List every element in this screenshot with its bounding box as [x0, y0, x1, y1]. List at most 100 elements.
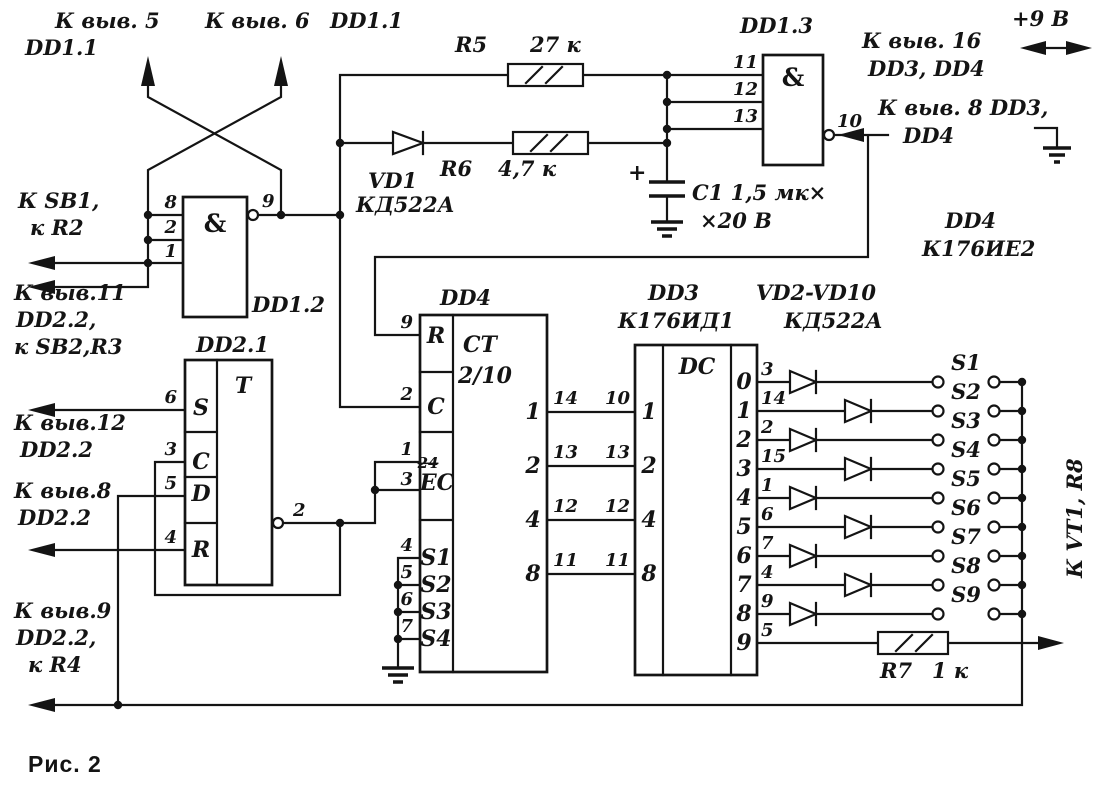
label-r7-value: 1 к — [932, 658, 969, 683]
pin-dd21-3: 3 — [164, 439, 177, 460]
cell-dd3-in8: 8 — [640, 561, 656, 587]
pin-dd4-ec-struck: 24 — [417, 454, 439, 472]
switch-contact — [931, 433, 945, 447]
diode-symbol — [788, 485, 819, 511]
label-r5-value: 27 к — [529, 32, 582, 57]
pin-dd3-out9: 5 — [761, 620, 774, 641]
switch-contact — [987, 549, 1001, 563]
capacitor-c1 — [649, 180, 685, 198]
ic-boxes — [181, 53, 836, 677]
capacitor-plus-sign: + — [628, 160, 646, 186]
cell-dd4-ec: EC — [419, 470, 455, 496]
pin-dd3-out2: 2 — [760, 417, 774, 438]
label-to-pin8-dd22-ref: DD2.2 — [17, 505, 91, 530]
gate-dd12-box — [181, 195, 249, 319]
arrow-left-icon — [1020, 41, 1046, 55]
diode-symbol — [843, 514, 874, 540]
ground-icon — [1043, 146, 1071, 164]
ground-icon — [382, 666, 414, 684]
gate-dd13-and-symbol: & — [782, 63, 805, 92]
pin-dd4-1: 1 — [400, 439, 413, 460]
pin-dd12-8: 8 — [163, 192, 177, 213]
label-switch-s7: S7 — [951, 524, 981, 549]
label-to-pin6-ref: DD1.1 — [329, 8, 403, 33]
diode-symbol — [788, 369, 819, 395]
arrow-left-icon — [838, 128, 864, 142]
cell-dd21-t: T — [235, 373, 253, 399]
label-to-pin16-ref: DD3, DD4 — [867, 56, 985, 81]
cell-dd3-in1: 1 — [641, 399, 656, 425]
labels: К выв. 5 DD1.1 К выв. 6 DD1.1 R5 27 к DD… — [13, 6, 1087, 777]
label-dd4-ref: DD4 — [944, 208, 996, 233]
cell-dd4-c: C — [427, 394, 445, 420]
trigger-dd21-box — [183, 358, 274, 587]
inverter-bubble-icon — [246, 208, 260, 222]
label-vd2-vd10-type: КД522А — [783, 308, 883, 333]
pin-dd13-10: 10 — [837, 111, 863, 132]
cell-dd3-out8: 8 — [735, 601, 751, 627]
pin-dd21-2: 2 — [292, 500, 306, 521]
cell-dd4-out2: 2 — [524, 453, 540, 479]
label-to-pin8-dd34: К выв. 8 DD3, — [877, 95, 1048, 120]
pin-dd21-5: 5 — [164, 473, 177, 494]
label-dd4-type: К176ИЕ2 — [921, 236, 1035, 261]
switch-contact — [987, 462, 1001, 476]
switch-contact — [931, 491, 945, 505]
label-c1-value: С1 1,5 мк× — [692, 180, 826, 205]
switch-contact — [987, 520, 1001, 534]
pin-dd4-7: 7 — [400, 616, 413, 637]
label-to-pin9: К выв.9 — [13, 598, 112, 623]
cell-dd4-s3: S3 — [420, 599, 451, 625]
cell-dd21-c: C — [192, 449, 210, 475]
figure-caption: Рис. 2 — [28, 751, 102, 777]
cell-dd3-out1: 1 — [736, 398, 751, 424]
switch-contacts — [931, 375, 1001, 621]
resistor-hatch — [524, 65, 934, 653]
label-r6-name: R6 — [439, 156, 472, 181]
arrow-right-icon — [1038, 636, 1064, 650]
cell-dd3-dc: DC — [678, 354, 716, 380]
pin-dd12-2: 2 — [163, 217, 177, 238]
label-switch-s1: S1 — [951, 350, 981, 375]
diode-symbol — [788, 543, 819, 569]
cell-dd3-out3: 3 — [736, 456, 751, 482]
arrow-right-icon — [1066, 41, 1092, 55]
inverter-bubble-icon — [822, 128, 836, 142]
switch-contact — [987, 404, 1001, 418]
cell-dd21-d: D — [190, 481, 210, 507]
cell-dd4-ratio: 2/10 — [457, 363, 513, 389]
label-dd3: DD3 — [647, 280, 699, 305]
pin-dd4-5: 5 — [400, 562, 413, 583]
label-dd21: DD2.1 — [195, 332, 269, 357]
resistor-r6-symbol — [511, 130, 590, 156]
label-plus9v: +9 В — [1012, 6, 1069, 31]
diode-symbol — [843, 456, 874, 482]
arrowheads — [28, 41, 1092, 712]
arrow-left-icon — [28, 698, 55, 712]
label-to-pin12: К выв.12 — [13, 410, 126, 435]
pin-dd4-3: 3 — [400, 469, 413, 490]
pin-dd3-12: 12 — [605, 496, 630, 517]
pin-dd4-6: 6 — [400, 589, 413, 610]
label-dd3-type: К176ИД1 — [617, 308, 734, 333]
switch-contact — [931, 578, 945, 592]
cell-dd4-out8: 8 — [524, 561, 540, 587]
cell-dd3-in4: 4 — [641, 507, 656, 533]
label-to-pin5-ref: DD1.1 — [24, 35, 98, 60]
label-switch-s6: S6 — [951, 495, 981, 520]
gate-dd12-and-symbol: & — [204, 209, 227, 238]
label-to-pin16: К выв. 16 — [861, 28, 982, 53]
arrow-left-icon — [28, 543, 55, 557]
label-vd2-vd10: VD2-VD10 — [756, 280, 876, 305]
pin-dd3-out7: 4 — [761, 562, 774, 583]
arrow-up-icon — [274, 56, 288, 86]
inverter-bubble-icon — [271, 516, 285, 530]
label-switch-s9: S9 — [951, 582, 981, 607]
diodes — [391, 130, 874, 627]
label-switch-s5: S5 — [951, 466, 981, 491]
cell-dd4-s4: S4 — [420, 626, 451, 652]
cell-dd3-out9: 9 — [736, 630, 751, 656]
switch-contact — [987, 578, 1001, 592]
cell-dd4-s1: S1 — [420, 545, 451, 571]
